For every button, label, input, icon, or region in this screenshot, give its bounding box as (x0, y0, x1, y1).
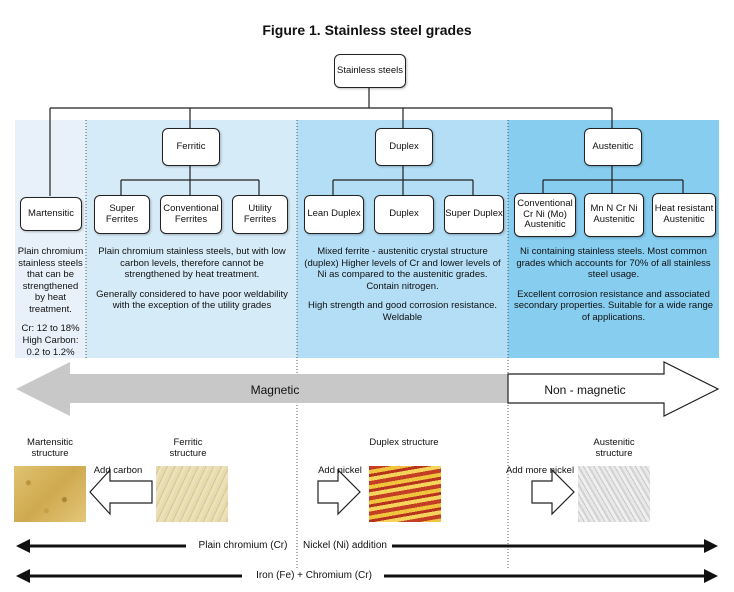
add-more-nickel-label: Add more nickel (505, 465, 575, 476)
magnetic-arrow (16, 362, 508, 416)
ferritic-micrograph (156, 466, 228, 522)
super-ferrites-node: Super Ferrites (94, 195, 150, 234)
chromium-arrowhead-left (16, 539, 30, 553)
duplex-micrograph (369, 466, 441, 522)
iron-arrowhead-left (16, 569, 30, 583)
ferritic-description: Plain chromium stainless steels, but wit… (96, 246, 288, 312)
duplex-node: Duplex (375, 128, 433, 166)
mn-n-cr-ni-austenitic-node: Mn N Cr Ni Austenitic (584, 193, 644, 237)
add-nickel-label: Add nickel (318, 465, 362, 476)
heat-resistant-austenitic-node: Heat resistant Austenitic (652, 193, 716, 237)
magnetic-label: Magnetic (250, 383, 300, 397)
martensitic-structure-label: Martensitic structure (27, 437, 73, 460)
martensitic-description: Plain chromium stainless steels that can… (17, 246, 84, 358)
iron-chromium-arrow-label: Iron (Fe) + Chromium (Cr) (256, 570, 372, 581)
lean-duplex-node: Lean Duplex (304, 195, 364, 234)
austenitic-structure-label: Austenitic structure (593, 437, 635, 460)
root-node: Stainless steels (334, 54, 406, 88)
duplex-subtype-node: Duplex (374, 195, 434, 234)
non-magnetic-arrow (507, 361, 720, 417)
add-carbon-label: Add carbon (93, 465, 143, 476)
austenitic-node: Austenitic (584, 128, 642, 166)
add-nickel-arrow (317, 468, 361, 516)
ferritic-structure-label: Ferritic structure (169, 437, 207, 460)
austenitic-micrograph (578, 466, 650, 522)
iron-arrowhead-right (704, 569, 718, 583)
add-carbon-arrow (89, 468, 153, 516)
add-more-nickel-arrow (531, 468, 575, 516)
martensitic-micrograph (14, 466, 86, 522)
duplex-description: Mixed ferrite - austenitic crystal struc… (304, 246, 501, 323)
super-duplex-node: Super Duplex (444, 195, 504, 234)
chromium-arrow-label: Plain chromium (Cr) (198, 540, 288, 551)
conventional-ferrites-node: Conventional Ferrites (160, 195, 222, 234)
conventional-austenitic-node: Conventional Cr Ni (Mo) Austenitic (514, 193, 576, 237)
duplex-structure-label: Duplex structure (369, 437, 439, 448)
non-magnetic-label: Non - magnetic (544, 383, 626, 397)
ferritic-node: Ferritic (162, 128, 220, 166)
utility-ferrites-node: Utility Ferrites (232, 195, 288, 234)
chromium-arrowhead-right (704, 539, 718, 553)
nickel-addition-label: Nickel (Ni) addition (303, 540, 387, 551)
figure-title: Figure 1. Stainless steel grades (262, 22, 472, 38)
martensitic-node: Martensitic (20, 197, 82, 231)
austenitic-description: Ni containing stainless steels. Most com… (513, 246, 714, 323)
